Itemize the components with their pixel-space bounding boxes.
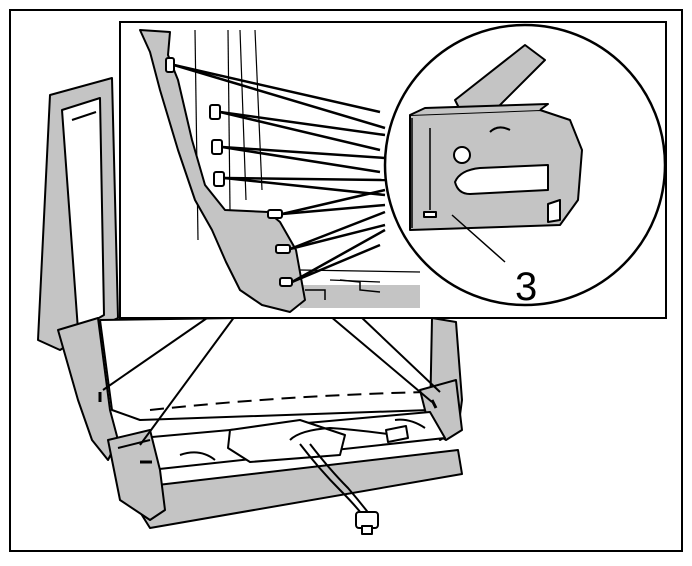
cushion-top: [99, 314, 449, 421]
inset-staples: [165, 57, 293, 287]
callout-leader: [451, 214, 506, 263]
connector-side: [385, 425, 409, 443]
staple-gun-icon: [409, 44, 583, 231]
detail-inset: 3: [119, 21, 667, 319]
staple-pointer-lines: [173, 63, 386, 284]
seat-cushion: [37, 77, 463, 535]
callout-number: 3: [515, 265, 537, 309]
inset-cover-strip: [139, 29, 306, 313]
wire-harness: [289, 427, 396, 519]
detail-leader-lines: [102, 315, 441, 446]
inset-grey-floor: [300, 285, 420, 308]
